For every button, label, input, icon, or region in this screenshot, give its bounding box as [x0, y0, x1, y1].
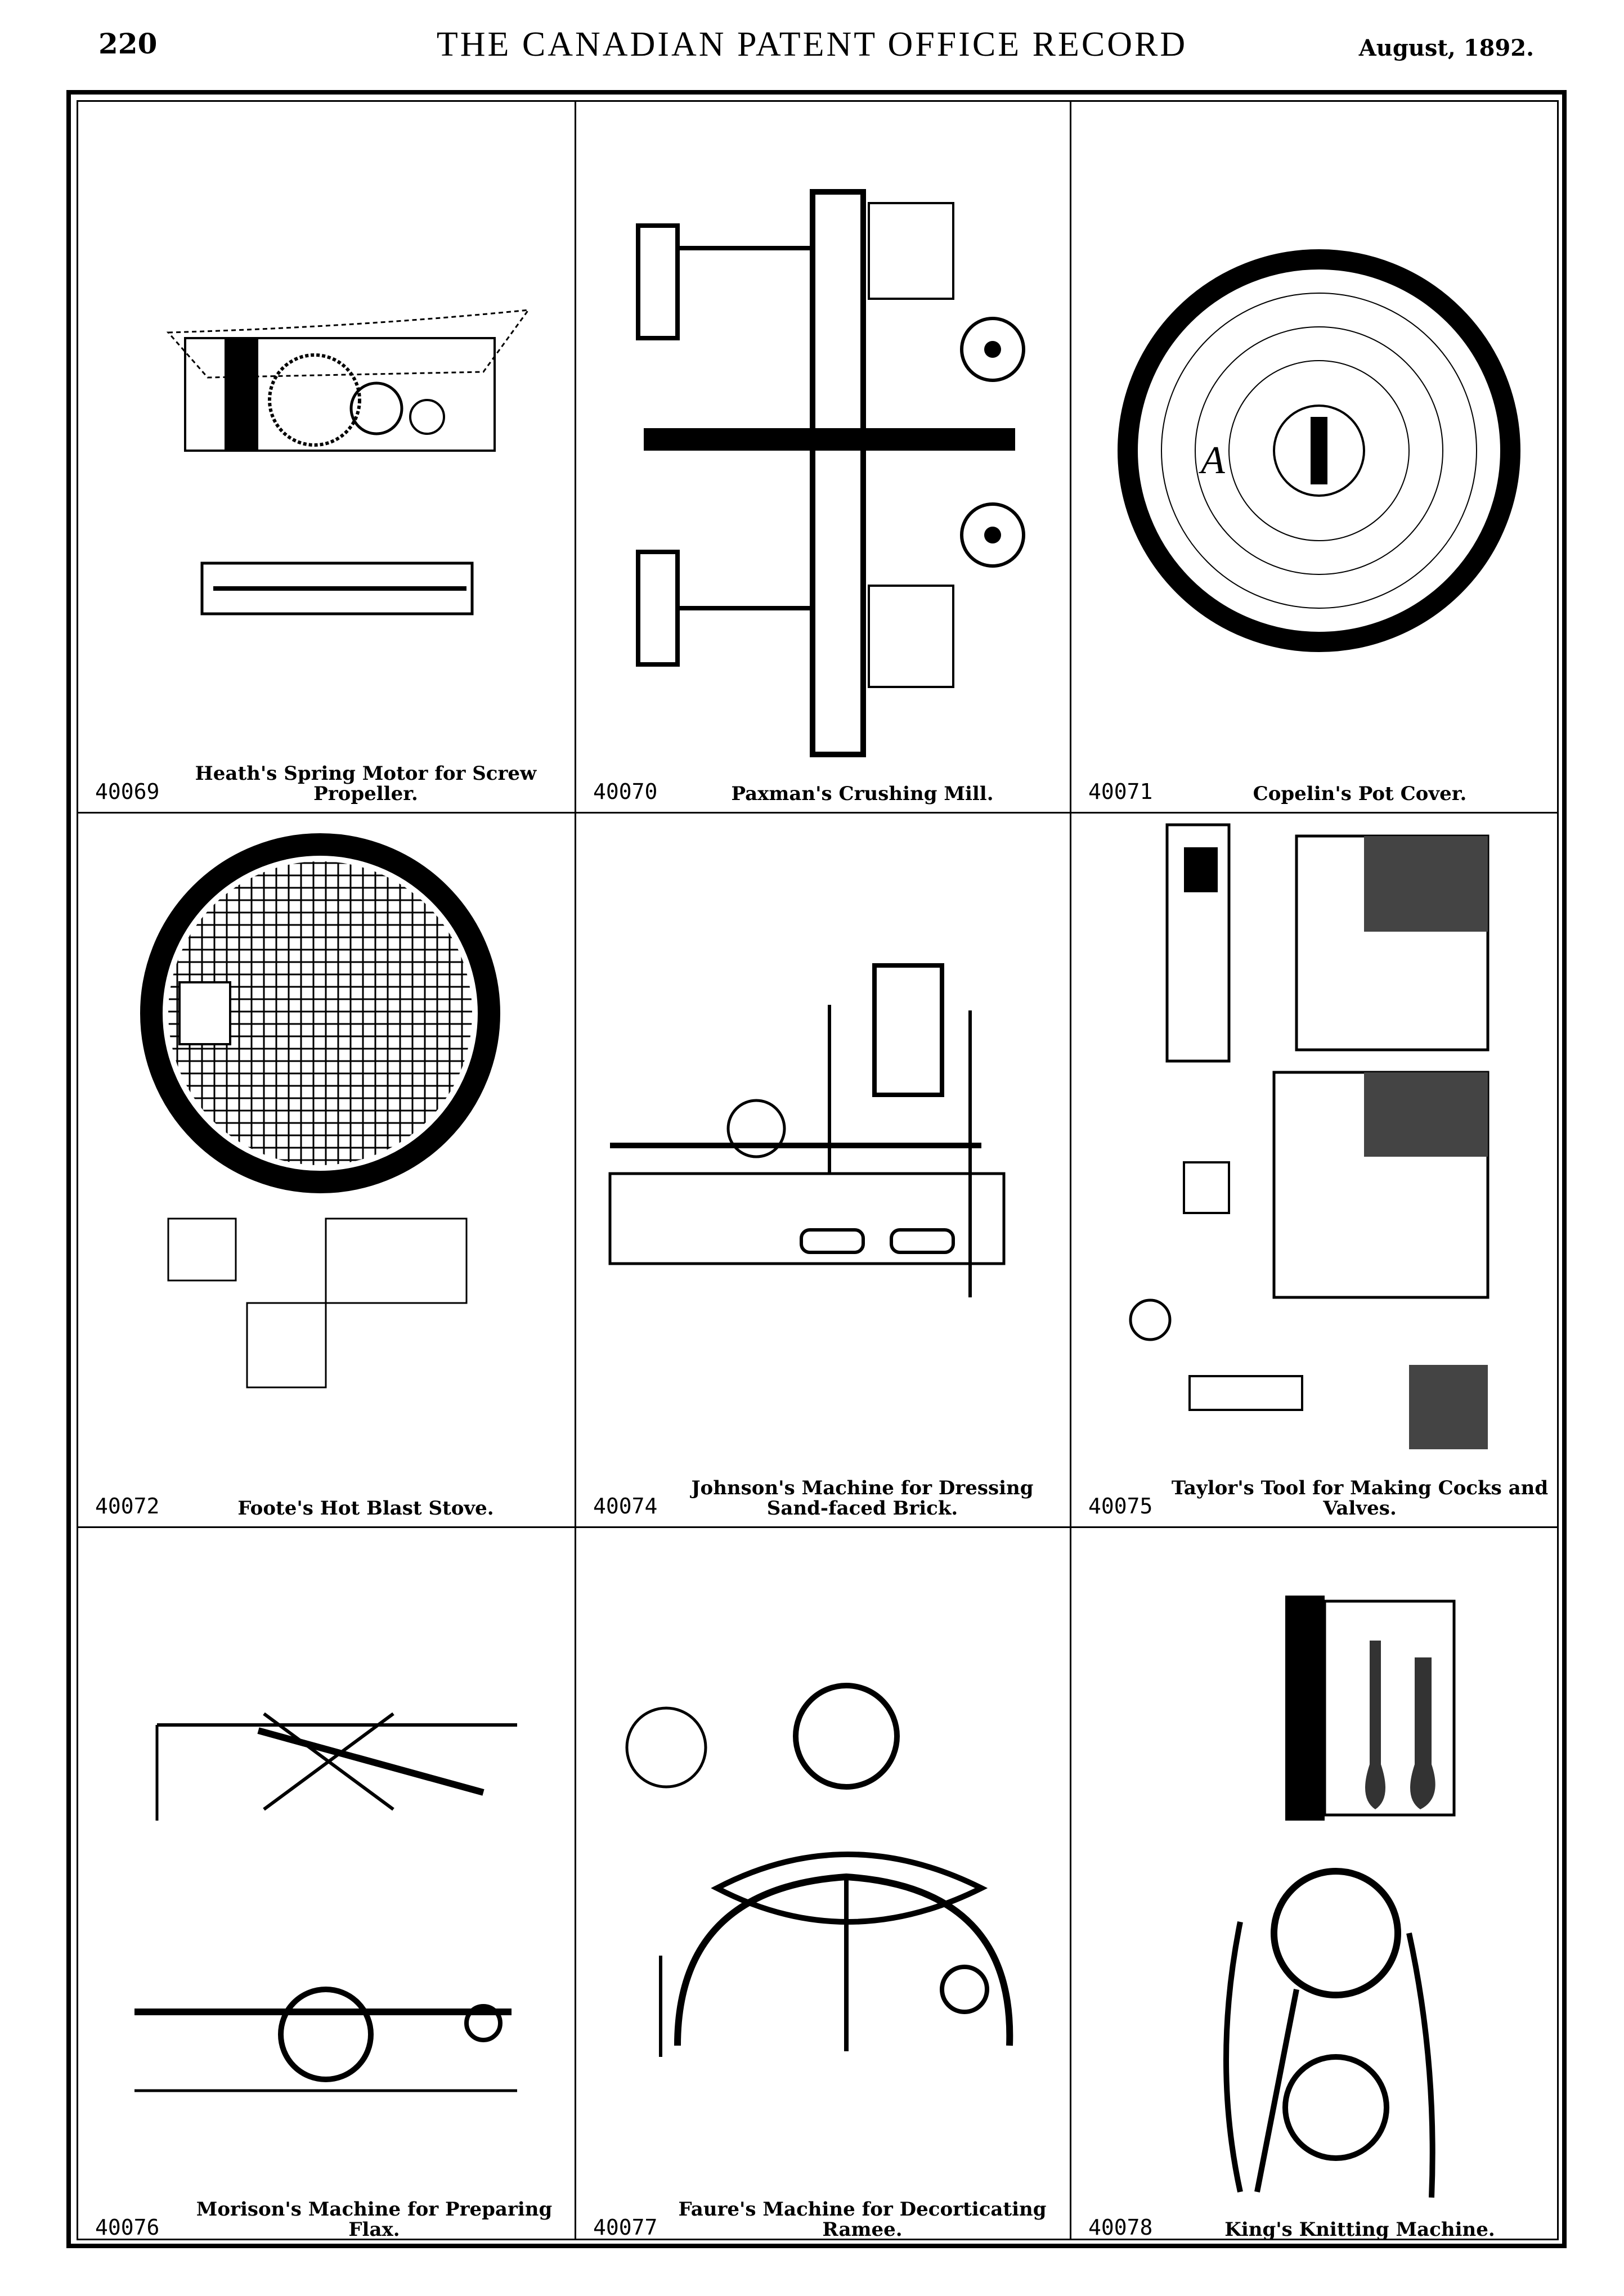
plate-frame: 40069 Heath's Spring Motor for Screw Pro… [66, 90, 1567, 2248]
patent-cell-40069: 40069 Heath's Spring Motor for Screw Pro… [78, 102, 575, 812]
patent-cell-40076: 40076 Morison's Machine for Preparing Fl… [78, 1528, 575, 2248]
patent-cell-40072: 40072 Foote's Hot Blast Stove. [78, 814, 575, 1526]
knitting-machine-drawing [1223, 1596, 1456, 2198]
patent-cell-40070: 40070 Paxman's Crushing Mill. [576, 102, 1070, 812]
patent-number: 40069 [95, 779, 160, 804]
cocks-valves-tool-drawing [1129, 823, 1490, 1449]
patent-number: 40077 [593, 2215, 658, 2240]
patent-cell-40077: 40077 Faure's Machine for Decorticating … [576, 1528, 1070, 2248]
patent-cell-40075: 40075 Taylor's Tool for Making Cocks and… [1071, 814, 1569, 1526]
crushing-mill-drawing [636, 189, 1025, 757]
row-divider [78, 1526, 1557, 1528]
patent-caption: Paxman's Crushing Mill. [731, 783, 994, 805]
column-divider [575, 102, 576, 2239]
pot-cover-drawing: A [1118, 249, 1520, 652]
spring-motor-drawing [166, 309, 531, 615]
page-number: 220 [98, 27, 158, 60]
patent-caption: Faure's Machine for Decorticating Ramee. [678, 2198, 1047, 2241]
patent-cell-40078: 40078 King's Knitting Machine. [1071, 1528, 1569, 2248]
patent-caption: Johnson's Machine for Dressing Sand-face… [691, 1477, 1034, 1520]
patent-number: 40074 [593, 1494, 658, 1518]
patent-caption: Morison's Machine for Preparing Flax. [196, 2198, 553, 2241]
patent-caption: King's Knitting Machine. [1224, 2218, 1495, 2241]
patent-number: 40070 [593, 779, 658, 804]
page-title: THE CANADIAN PATENT OFFICE RECORD [436, 25, 1188, 64]
plate-grid: 40069 Heath's Spring Motor for Screw Pro… [77, 100, 1559, 2240]
patent-caption: Copelin's Pot Cover. [1253, 783, 1467, 805]
brick-dressing-machine-drawing [608, 963, 1006, 1297]
svg-text:A: A [1199, 439, 1225, 482]
patent-number: 40075 [1088, 1494, 1153, 1518]
decorticating-machine-drawing [625, 1683, 1013, 2057]
patent-cell-40074: 40074 Johnson's Machine for Dressing San… [576, 814, 1070, 1526]
patent-caption: Foote's Hot Blast Stove. [237, 1497, 494, 1520]
issue-date: August, 1892. [1358, 35, 1534, 61]
patent-cell-40071: A 40071 Copelin's Pot Cover. [1071, 102, 1569, 812]
flax-machine-drawing [134, 1712, 517, 2092]
patent-number: 40078 [1088, 2215, 1153, 2240]
patent-number: 40072 [95, 1494, 160, 1518]
patent-number: 40076 [95, 2215, 160, 2240]
row-divider [78, 812, 1557, 814]
patent-caption: Taylor's Tool for Making Cocks and Valve… [1171, 1477, 1549, 1520]
patent-number: 40071 [1088, 779, 1153, 804]
patent-caption: Heath's Spring Motor for Screw Propeller… [195, 762, 537, 805]
hot-blast-stove-drawing [140, 833, 500, 1389]
column-divider [1070, 102, 1071, 2239]
